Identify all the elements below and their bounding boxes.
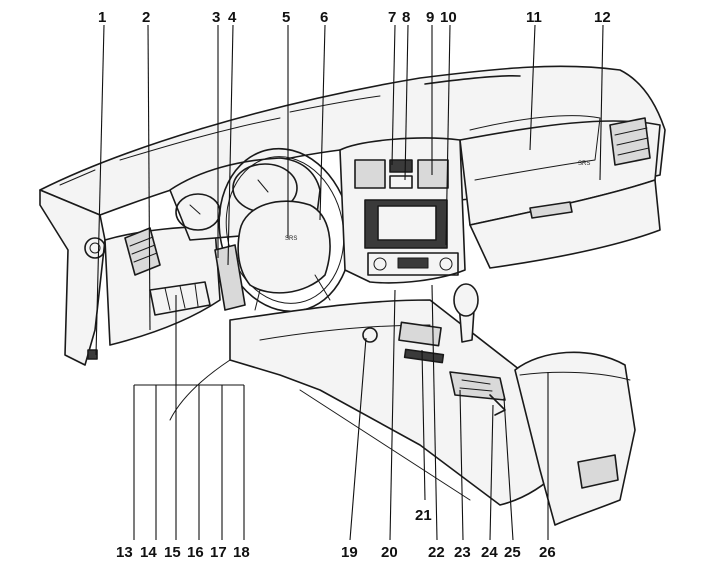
callout-17: 17 xyxy=(210,544,227,561)
center-console xyxy=(230,300,560,505)
callout-20: 20 xyxy=(381,544,398,561)
callout-4: 4 xyxy=(228,9,237,26)
callout-12: 12 xyxy=(594,9,611,26)
steering-hub xyxy=(238,201,330,293)
callout-labels-top: 1 2 3 4 5 6 7 8 9 10 11 12 xyxy=(98,9,611,26)
passenger-airbag-mark: SRS xyxy=(578,161,590,167)
left-end-panel xyxy=(40,190,105,365)
callout-8: 8 xyxy=(402,9,410,26)
center-vent-left xyxy=(355,160,385,188)
callout-16: 16 xyxy=(187,544,204,561)
callout-23: 23 xyxy=(454,544,471,561)
hub-airbag-mark: SRS xyxy=(285,236,297,242)
callout-21: 21 xyxy=(415,507,432,524)
floor-line xyxy=(170,360,230,420)
callout-11: 11 xyxy=(526,9,542,26)
callout-9: 9 xyxy=(426,9,434,26)
callout-6: 6 xyxy=(320,9,328,26)
callout-13: 13 xyxy=(116,544,133,561)
center-vent-right xyxy=(418,160,448,188)
hazard-switch xyxy=(390,160,412,172)
callout-19: 19 xyxy=(341,544,358,561)
callout-1: 1 xyxy=(98,9,106,26)
callout-5: 5 xyxy=(282,9,290,26)
callout-14: 14 xyxy=(140,544,157,561)
callout-10: 10 xyxy=(440,9,457,26)
callout-25: 25 xyxy=(504,544,521,561)
callout-3: 3 xyxy=(212,9,220,26)
callout-18: 18 xyxy=(233,544,250,561)
lower-left-dash xyxy=(105,227,220,345)
callout-15: 15 xyxy=(164,544,181,561)
callout-7: 7 xyxy=(388,9,396,26)
right-air-vent xyxy=(610,118,650,165)
callout-26: 26 xyxy=(539,544,556,561)
rear-console xyxy=(515,352,635,525)
callout-24: 24 xyxy=(481,544,498,561)
callout-22: 22 xyxy=(428,544,445,561)
callout-2: 2 xyxy=(142,9,150,26)
